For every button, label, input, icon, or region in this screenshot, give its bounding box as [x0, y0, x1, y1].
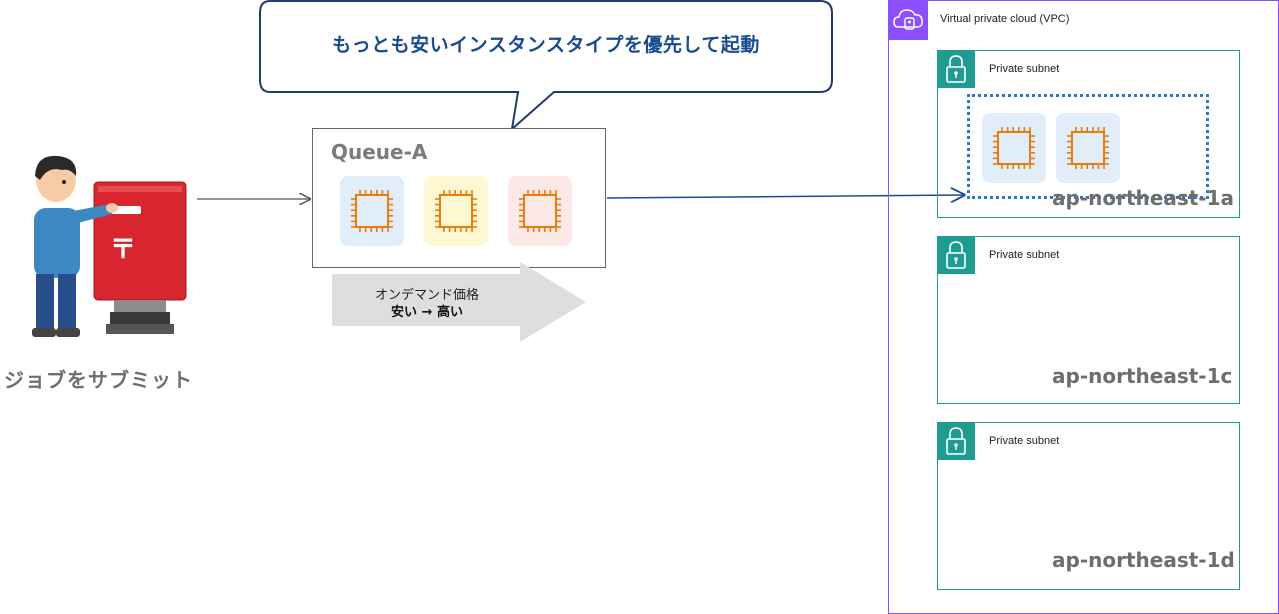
subnet-lock-icon — [937, 236, 975, 274]
bubble-text: もっとも安いインスタンスタイプを優先して起動 — [332, 34, 760, 56]
private-subnet-1d — [937, 422, 1240, 590]
ec2-chip-icon — [424, 176, 488, 246]
arrow-queue-to-subnet — [606, 195, 964, 198]
subnet-lock-icon — [937, 50, 975, 88]
az-label-1c: ap-northeast-1c — [1052, 364, 1233, 388]
vpc-label: Virtual private cloud (VPC) — [940, 13, 1070, 25]
subnet-lock-icon — [937, 422, 975, 460]
subnet-label: Private subnet — [989, 249, 1060, 261]
svg-text:〒: 〒 — [110, 235, 136, 265]
price-order-label: 安い → 高い — [391, 305, 463, 320]
person-posting-mail-illustration: 〒 — [32, 155, 187, 337]
price-order-arrow — [332, 262, 586, 342]
subnet-label: Private subnet — [989, 435, 1060, 447]
private-subnet-1c — [937, 236, 1240, 404]
ec2-chip-icon — [340, 176, 404, 246]
subnet-label: Private subnet — [989, 63, 1060, 75]
price-label: オンデマンド価格 — [374, 288, 479, 303]
submit-job-label: ジョブをサブミット — [4, 368, 193, 392]
speech-bubble — [259, 0, 833, 132]
ec2-chip-icon — [1056, 113, 1120, 183]
launched-instances-group — [967, 94, 1209, 199]
vpc-cloud-icon — [888, 0, 928, 40]
az-label-1a: ap-northeast-1a — [1052, 186, 1234, 210]
queue-title: Queue-A — [331, 140, 428, 164]
az-label-1d: ap-northeast-1d — [1052, 548, 1235, 572]
ec2-chip-icon — [508, 176, 572, 246]
ec2-chip-icon — [982, 113, 1046, 183]
private-subnet-1a — [937, 50, 1240, 218]
